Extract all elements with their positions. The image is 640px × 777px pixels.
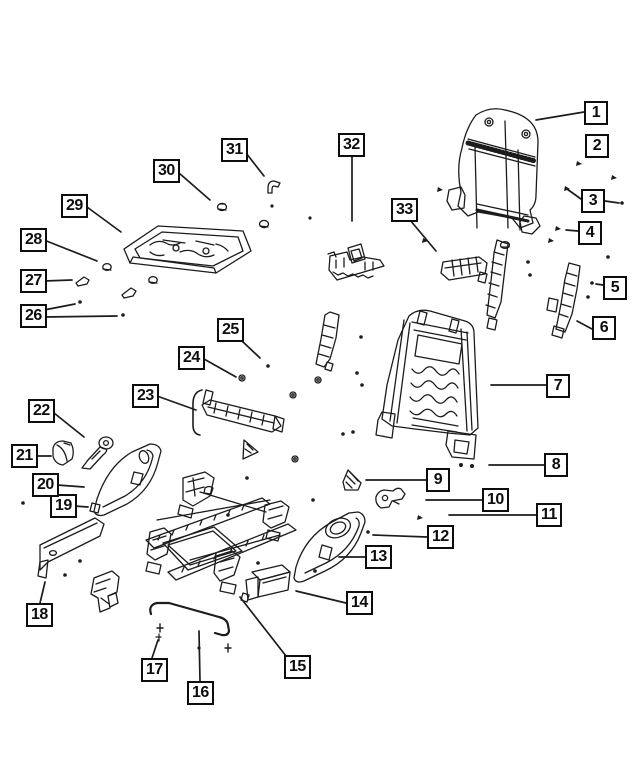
callout-28[interactable]: 28 (20, 228, 47, 252)
callout-13-label: 13 (370, 548, 387, 565)
callout-29[interactable]: 29 (61, 194, 88, 218)
callout-10[interactable]: 10 (482, 488, 509, 512)
callout-30[interactable]: 30 (153, 159, 180, 183)
callout-18-label: 18 (31, 606, 48, 623)
callout-14[interactable]: 14 (346, 591, 373, 615)
callout-30-label: 30 (158, 162, 175, 179)
callout-15[interactable]: 15 (284, 655, 311, 679)
seat-cushion-pan-drawing (123, 225, 252, 274)
callout-20[interactable]: 20 (32, 473, 59, 497)
callout-32-label: 32 (343, 136, 360, 153)
callout-12-label: 12 (432, 528, 449, 545)
callout-28-label: 28 (25, 231, 42, 248)
towel-bar-wire-drawing (149, 601, 232, 653)
callout-22-label: 22 (33, 402, 50, 419)
callout-11-label: 11 (541, 506, 557, 523)
callout-17-label: 17 (146, 661, 163, 678)
side-member-rail-drawings (485, 239, 581, 339)
callout-3[interactable]: 3 (581, 189, 605, 213)
callout-24-label: 24 (183, 349, 200, 366)
callout-24[interactable]: 24 (178, 346, 205, 370)
callout-33[interactable]: 33 (391, 198, 418, 222)
inner-side-shield-drawing (89, 443, 162, 517)
riser-bracket-drawing (240, 564, 291, 603)
callout-4-label: 4 (585, 224, 595, 241)
retainer-clip-drawings (75, 180, 281, 299)
callout-3-label: 3 (588, 192, 598, 209)
callout-21-label: 21 (16, 447, 33, 464)
outer-side-shield-drawing (293, 511, 366, 583)
lumbar-bracket-drawing (440, 256, 488, 284)
callout-17[interactable]: 17 (141, 658, 168, 682)
callout-25[interactable]: 25 (217, 318, 244, 342)
callout-8-label: 8 (551, 456, 561, 473)
callout-16-label: 16 (192, 684, 209, 701)
callout-18[interactable]: 18 (26, 603, 53, 627)
seat-track-assembly-drawing (145, 471, 297, 595)
latch-drawing (375, 487, 406, 509)
callout-15-label: 15 (289, 658, 306, 675)
callout-23[interactable]: 23 (132, 384, 159, 408)
seat-back-bracket-drawing (327, 243, 385, 281)
fastener-drawings (21, 161, 624, 650)
corner-bracket-drawing (342, 469, 362, 491)
callout-19[interactable]: 19 (50, 494, 77, 518)
callout-2-label: 2 (592, 137, 602, 154)
mount-bracket-drawings (37, 517, 120, 613)
callout-33-label: 33 (396, 201, 413, 218)
callout-25-label: 25 (222, 321, 239, 338)
callout-8[interactable]: 8 (544, 453, 568, 477)
callout-31-label: 31 (226, 141, 243, 158)
callout-22[interactable]: 22 (28, 399, 55, 423)
seat-back-trim-panel-drawing (446, 108, 541, 250)
recliner-handle-drawing (81, 436, 114, 470)
callout-14-label: 14 (351, 594, 368, 611)
callout-23-label: 23 (137, 387, 154, 404)
callout-26-label: 26 (25, 307, 42, 324)
callout-9-label: 9 (433, 471, 443, 488)
callout-27[interactable]: 27 (20, 269, 47, 293)
seat-back-frame-drawing (375, 309, 479, 460)
callout-11[interactable]: 11 (536, 503, 562, 527)
callout-12[interactable]: 12 (427, 525, 454, 549)
callout-5[interactable]: 5 (603, 276, 627, 300)
grommet-drawings (238, 374, 322, 463)
callout-19-label: 19 (55, 497, 72, 514)
callout-7-label: 7 (553, 377, 563, 394)
callout-9[interactable]: 9 (426, 468, 450, 492)
bolster-strip-drawing (315, 311, 340, 372)
callout-31[interactable]: 31 (221, 138, 248, 162)
callout-7[interactable]: 7 (546, 374, 570, 398)
callout-26[interactable]: 26 (20, 304, 47, 328)
callout-13[interactable]: 13 (365, 545, 392, 569)
leader-lines (37, 111, 620, 682)
callout-10-label: 10 (487, 491, 504, 508)
callout-20-label: 20 (37, 476, 54, 493)
callout-1-label: 1 (591, 104, 601, 121)
callout-29-label: 29 (66, 197, 83, 214)
callout-1[interactable]: 1 (584, 101, 608, 125)
handle-cap-drawing (52, 440, 74, 466)
callout-16[interactable]: 16 (187, 681, 214, 705)
callout-6-label: 6 (599, 319, 609, 336)
callout-4[interactable]: 4 (578, 221, 602, 245)
callout-32[interactable]: 32 (338, 133, 365, 157)
callout-6[interactable]: 6 (592, 316, 616, 340)
callout-27-label: 27 (25, 272, 42, 289)
recliner-rail-drawing (192, 389, 285, 460)
callout-5-label: 5 (610, 279, 620, 296)
callout-21[interactable]: 21 (11, 444, 38, 468)
callout-2[interactable]: 2 (585, 134, 609, 158)
